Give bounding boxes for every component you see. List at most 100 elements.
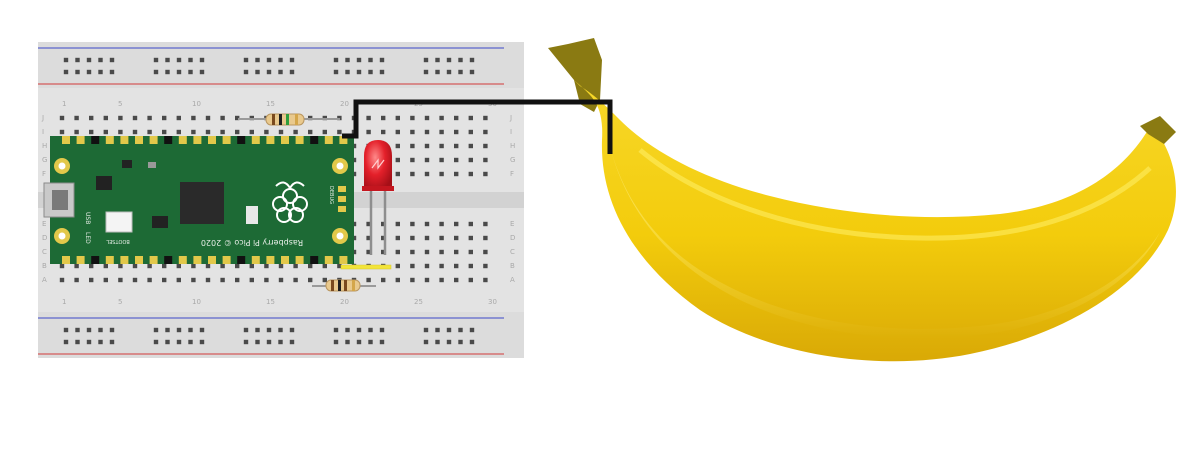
row-letter: A xyxy=(42,276,47,284)
breadboard-hole xyxy=(410,157,415,163)
breadboard-hole xyxy=(199,339,205,345)
breadboard-hole xyxy=(483,277,488,283)
pico-pin xyxy=(62,136,70,144)
col-num-top: 1 xyxy=(62,100,66,108)
breadboard-hole xyxy=(188,327,193,333)
breadboard-hole xyxy=(423,69,429,75)
breadboard-hole xyxy=(379,327,385,333)
banana-stem xyxy=(548,38,602,112)
breadboard-hole xyxy=(439,115,444,121)
breadboard-hole xyxy=(458,69,463,75)
breadboard-hole xyxy=(86,339,92,345)
row-letter: C xyxy=(42,248,47,256)
breadboard-hole xyxy=(266,57,272,63)
debug-label: DEBUG xyxy=(328,186,334,204)
breadboard-hole xyxy=(103,263,108,269)
breadboard-hole xyxy=(89,263,94,269)
pico-pin xyxy=(76,136,85,144)
pico-pin xyxy=(339,136,348,144)
breadboard-hole xyxy=(469,69,475,75)
breadboard-hole xyxy=(176,129,181,135)
breadboard-hole xyxy=(264,263,269,269)
breadboard-hole xyxy=(191,129,196,135)
breadboard-hole xyxy=(118,115,123,121)
breadboard-hole xyxy=(89,129,94,135)
breadboard-hole xyxy=(424,221,430,227)
raspberry-logo-icon xyxy=(272,181,308,223)
breadboard-hole xyxy=(289,57,295,63)
breadboard-hole xyxy=(435,57,440,63)
breadboard-hole xyxy=(75,57,80,63)
breadboard-hole xyxy=(454,143,459,149)
bootsel-button xyxy=(105,211,133,233)
pico-pin xyxy=(76,256,85,264)
resistor-body xyxy=(265,113,305,126)
pico-pin xyxy=(149,256,158,264)
breadboard-hole xyxy=(205,115,211,121)
breadboard-hole xyxy=(59,277,65,283)
breadboard-hole xyxy=(366,221,371,227)
pico-pin xyxy=(120,256,129,264)
row-letter: I xyxy=(42,128,44,136)
pico-board-label: Raspberry Pi Pico © 2020 xyxy=(201,238,303,247)
banana-body xyxy=(574,80,1176,362)
row-letter: F xyxy=(42,170,46,178)
breadboard-hole xyxy=(264,129,269,135)
breadboard-hole xyxy=(278,277,284,283)
resistor-top xyxy=(238,113,340,126)
resistor-band xyxy=(272,114,275,125)
breadboard-hole xyxy=(356,57,362,63)
breadboard-hole xyxy=(278,57,283,63)
breadboard-hole xyxy=(63,57,69,63)
row-letter: H xyxy=(510,142,515,150)
breadboard-hole xyxy=(439,171,444,177)
breadboard-hole xyxy=(191,277,196,283)
breadboard-hole xyxy=(454,235,459,241)
breadboard-hole xyxy=(74,277,79,283)
col-num-top: 10 xyxy=(192,100,201,108)
breadboard-hole xyxy=(205,277,211,283)
breadboard-hole xyxy=(103,129,108,135)
breadboard-hole xyxy=(410,277,415,283)
raspberry-pi-pico: Raspberry Pi Pico © 2020 USB LED BOOTSEL… xyxy=(43,136,354,264)
resistor-band xyxy=(331,280,334,291)
breadboard-hole xyxy=(235,277,240,283)
pico-pin xyxy=(310,136,319,144)
breadboard-hole xyxy=(337,263,342,269)
breadboard-hole xyxy=(333,57,339,63)
breadboard-hole xyxy=(446,339,452,345)
breadboard-hole xyxy=(98,69,103,75)
breadboard-hole xyxy=(368,327,373,333)
breadboard-hole xyxy=(333,339,339,345)
breadboard-hole xyxy=(366,115,371,121)
breadboard-hole xyxy=(293,129,298,135)
breadboard-hole xyxy=(289,339,295,345)
breadboard-hole xyxy=(345,57,350,63)
breadboard-hole xyxy=(153,327,159,333)
breadboard-hole xyxy=(205,263,211,269)
debug-pad xyxy=(338,186,346,192)
breadboard-hole xyxy=(278,339,283,345)
breadboard-hole xyxy=(424,263,430,269)
col-num-bottom: 30 xyxy=(488,298,497,306)
breadboard-hole xyxy=(109,69,115,75)
breadboard-hole xyxy=(199,69,205,75)
breadboard-hole xyxy=(162,263,167,269)
breadboard-hole xyxy=(368,57,373,63)
black-wire xyxy=(342,99,613,154)
breadboard-hole xyxy=(454,129,459,135)
breadboard-hole xyxy=(468,277,473,283)
breadboard-hole xyxy=(293,263,298,269)
breadboard-hole xyxy=(243,327,249,333)
rp2040-chip xyxy=(180,182,224,224)
breadboard-hole xyxy=(468,171,473,177)
breadboard-hole xyxy=(289,327,295,333)
breadboard-hole xyxy=(446,327,452,333)
breadboard-hole xyxy=(424,157,430,163)
breadboard-hole xyxy=(147,129,152,135)
breadboard-hole xyxy=(109,327,115,333)
row-letter: G xyxy=(42,156,47,164)
breadboard-hole xyxy=(75,69,80,75)
breadboard-hole xyxy=(454,171,459,177)
